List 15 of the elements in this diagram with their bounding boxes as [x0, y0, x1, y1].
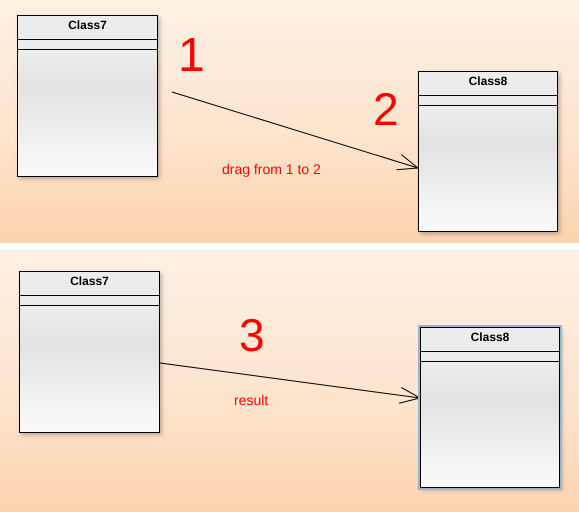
class-box: [418, 71, 558, 232]
step-number: 2: [373, 86, 399, 132]
class-name: Class8: [470, 329, 510, 345]
class-name: Class7: [70, 273, 109, 289]
class-box: [19, 271, 160, 433]
step-number: 1: [178, 32, 205, 80]
instruction-text: drag from 1 to 2: [222, 162, 321, 176]
class-box: [17, 15, 158, 177]
arrow: [160, 362, 420, 404]
class-name: Class7: [68, 17, 107, 33]
class-name: Class8: [468, 73, 508, 89]
arrow: [172, 92, 418, 170]
class-box: [420, 327, 560, 488]
result-text: result: [234, 393, 268, 407]
step-number: 3: [239, 312, 265, 358]
